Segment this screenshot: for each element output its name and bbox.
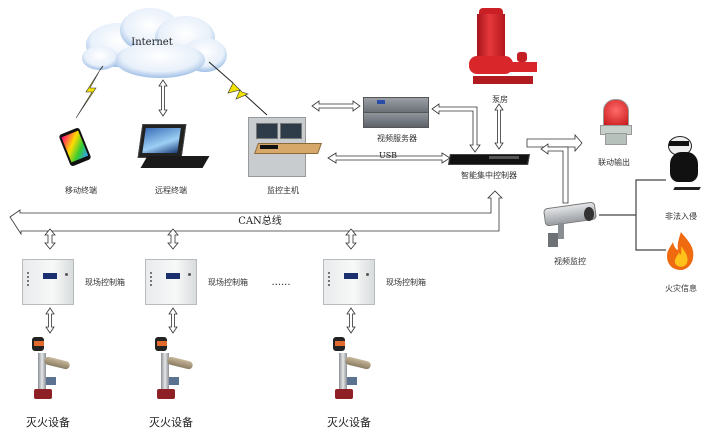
- internet-cloud: [82, 8, 227, 78]
- laptop-icon: [136, 122, 210, 172]
- alarm-beacon-icon: [597, 95, 633, 147]
- fire-monitor-nozzle-icon: [26, 335, 76, 405]
- pump-room-label: 泵房: [492, 95, 508, 104]
- flame-icon: [663, 230, 699, 272]
- remote-terminal-label: 远程终端: [155, 186, 187, 195]
- arrow-videoserver-controller: [431, 103, 481, 153]
- field-control-box-icon: [323, 259, 375, 305]
- intrusion-label: 非法入侵: [665, 212, 697, 221]
- arrow-console-videoserver: [311, 100, 361, 112]
- field-control-box-label: 现场控制箱: [208, 278, 248, 287]
- fire-monitor-nozzle-icon: [327, 335, 377, 405]
- usb-label: USB: [378, 151, 398, 160]
- burglar-icon: [660, 132, 704, 194]
- arrow-can-fieldbox: [44, 228, 56, 250]
- video-monitoring-label: 视频监控: [554, 257, 586, 266]
- mobile-terminal-label: 移动终端: [65, 186, 97, 195]
- arrow-camera-controller: [540, 143, 569, 204]
- ellipsis-label: ......: [271, 277, 291, 288]
- can-bus-label: CAN总线: [238, 216, 282, 227]
- arrow-fieldbox-device: [346, 307, 356, 334]
- monitoring-host-label: 监控主机: [267, 186, 299, 195]
- fire-info-label: 火灾信息: [665, 284, 697, 293]
- wireless-bolt-mobile: [75, 69, 101, 119]
- fire-extinguishing-device-label: 灭火设备: [26, 416, 70, 429]
- cctv-camera-icon: [543, 201, 598, 249]
- field-control-box-icon: [145, 259, 197, 305]
- camera-alert-bracket: [599, 179, 666, 251]
- fire-monitor-nozzle-icon: [149, 335, 199, 405]
- video-server-icon: [363, 97, 429, 128]
- fire-extinguishing-device-label: 灭火设备: [327, 416, 371, 429]
- arrow-fieldbox-device: [168, 307, 178, 334]
- smart-controller-label: 智能集中控制器: [461, 171, 517, 180]
- smartphone-icon: [58, 127, 92, 168]
- fire-pump-icon: [465, 8, 540, 90]
- field-control-box-label: 现场控制箱: [85, 278, 125, 287]
- fire-extinguishing-device-label: 灭火设备: [149, 416, 193, 429]
- internet-label: Internet: [131, 37, 173, 48]
- linkage-output-label: 联动输出: [598, 158, 630, 167]
- arrow-cloud-laptop: [158, 79, 168, 117]
- rack-controller-icon: [448, 152, 530, 165]
- field-control-box-label: 现场控制箱: [386, 278, 426, 287]
- arrow-can-fieldbox: [167, 228, 179, 250]
- arrow-can-fieldbox: [345, 228, 357, 250]
- control-console-icon: [248, 117, 323, 177]
- video-server-label: 视频服务器: [377, 134, 417, 143]
- wireless-bolt-console: [208, 61, 268, 116]
- arrow-fieldbox-device: [45, 307, 55, 334]
- arrow-pump-controller: [494, 103, 504, 150]
- can-bus-arrow: [9, 190, 503, 236]
- field-control-box-icon: [22, 259, 74, 305]
